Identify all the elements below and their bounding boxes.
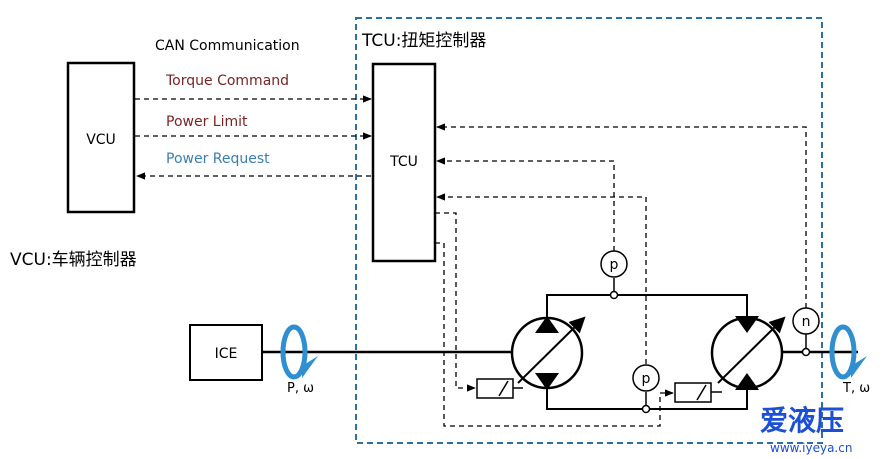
pump-displacement-actuator <box>476 378 523 399</box>
power-limit-label: Power Limit <box>166 114 248 130</box>
speed-sensor-junction <box>801 347 811 357</box>
can-label: CAN Communication <box>155 38 300 54</box>
variable-pump-icon <box>510 316 586 390</box>
pressure-bottom-feedback-line <box>436 193 647 364</box>
pressure-sensor-top <box>600 250 628 278</box>
vcu-box-label: VCU <box>86 132 116 148</box>
speed-sensor <box>792 307 820 335</box>
ice-box-label: ICE <box>215 346 238 362</box>
input-shaft-label: P, ω <box>287 381 314 396</box>
motor-control-line <box>435 242 674 427</box>
variable-motor-icon <box>710 316 786 390</box>
speed-feedback-line <box>436 123 807 308</box>
ice-box <box>189 324 263 381</box>
pressure-sensor-top-label: p <box>610 257 619 273</box>
power-request-label: Power Request <box>166 151 270 167</box>
tcu-caption: TCU:扭矩控制器 <box>361 31 486 51</box>
tcu-region-border <box>355 17 823 444</box>
torque-command-label: Torque Command <box>165 73 289 89</box>
tcu-box <box>371 62 437 263</box>
motor-displacement-actuator <box>674 382 722 403</box>
watermark-brand: 爱液压 <box>760 404 844 437</box>
pressure-top-feedback-line <box>436 157 615 251</box>
vcu-box <box>66 61 136 214</box>
tcu-box-label: TCU <box>389 154 418 170</box>
junction-bottom <box>641 404 651 414</box>
speed-sensor-label: n <box>802 314 811 330</box>
pressure-sensor-bottom-label: p <box>642 371 651 387</box>
output-shaft-label: T, ω <box>842 381 870 396</box>
pump-control-line <box>435 212 476 392</box>
vcu-caption: VCU:车辆控制器 <box>10 250 137 270</box>
hydraulic-line-top <box>546 294 748 323</box>
input-rotation-icon <box>280 324 318 380</box>
pressure-sensor-bottom <box>632 364 660 392</box>
output-rotation-icon <box>829 324 867 380</box>
junction-top <box>609 290 619 300</box>
watermark-url: www.iyeya.cn <box>770 441 852 455</box>
